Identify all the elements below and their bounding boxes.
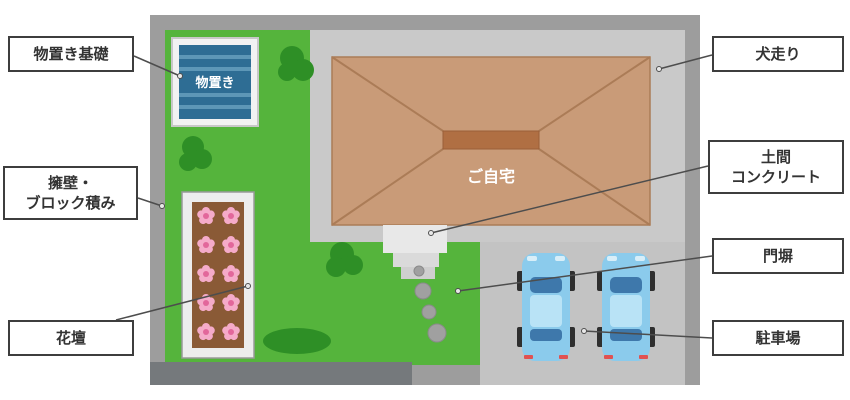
house: ご自宅 (331, 56, 651, 226)
shed-label: 物置き (195, 75, 234, 91)
connector-dot (581, 328, 587, 334)
stepping-stone (414, 282, 432, 300)
stepping-stone (421, 304, 437, 320)
callout-gate-wall: 門塀 (712, 238, 844, 274)
callout-flower-bed-label: 花壇 (55, 328, 86, 347)
callout-gate-wall-label: 門塀 (762, 246, 793, 265)
shed-roof-panels (179, 55, 251, 109)
stepping-stone (427, 323, 447, 343)
roof-hip-line (331, 56, 444, 132)
roof-hip-line (538, 56, 651, 132)
stepping-stones (413, 265, 447, 343)
bush-icon (326, 242, 363, 277)
connector-dot (428, 230, 434, 236)
callout-retaining-wall-label: 擁壁・ ブロック積み (25, 173, 116, 212)
connector-line (137, 197, 163, 207)
callout-parking: 駐車場 (712, 320, 844, 356)
flower-bed (181, 191, 255, 359)
roof-hip-line (538, 148, 651, 226)
hedge-icon (263, 328, 331, 354)
connector-line (658, 54, 713, 70)
stepping-stone (413, 265, 425, 277)
connector-dot (159, 203, 165, 209)
connector-line (133, 55, 181, 77)
connector-dot (177, 73, 183, 79)
entrance-steps (383, 225, 447, 279)
connector-dot (455, 288, 461, 294)
callout-doma-concrete: 土間 コンクリート (708, 140, 844, 194)
callout-connectors (115, 54, 713, 339)
entrance-step (393, 253, 439, 267)
callout-doma-concrete-label: 土間 コンクリート (730, 147, 821, 186)
connector-line (115, 285, 249, 321)
car-right (597, 253, 655, 361)
callout-shed-foundation: 物置き基礎 (8, 36, 134, 72)
retaining-wall-strip (150, 362, 412, 385)
callout-retaining-wall: 擁壁・ ブロック積み (3, 166, 138, 220)
entrance-step (383, 225, 447, 253)
connector-line (457, 255, 713, 292)
callout-endpoints (159, 66, 662, 334)
bush-icon (278, 46, 314, 81)
callout-dog-run: 犬走り (712, 36, 844, 72)
shed: 物置き (171, 37, 259, 127)
bush-icon (179, 136, 212, 171)
callout-shed-foundation-label: 物置き基礎 (33, 44, 109, 63)
connector-dot (656, 66, 662, 72)
connector-line (583, 330, 713, 339)
connector-dot (245, 283, 251, 289)
callout-dog-run-label: 犬走り (755, 44, 801, 63)
callout-flower-bed: 花壇 (8, 320, 134, 356)
car-left (517, 253, 575, 361)
roof-ridge (442, 130, 540, 150)
house-label: ご自宅 (467, 167, 515, 186)
roof-hip-line (331, 148, 444, 226)
callout-parking-label: 駐車場 (755, 328, 801, 347)
parking-area (480, 242, 685, 385)
connector-line (430, 165, 709, 234)
